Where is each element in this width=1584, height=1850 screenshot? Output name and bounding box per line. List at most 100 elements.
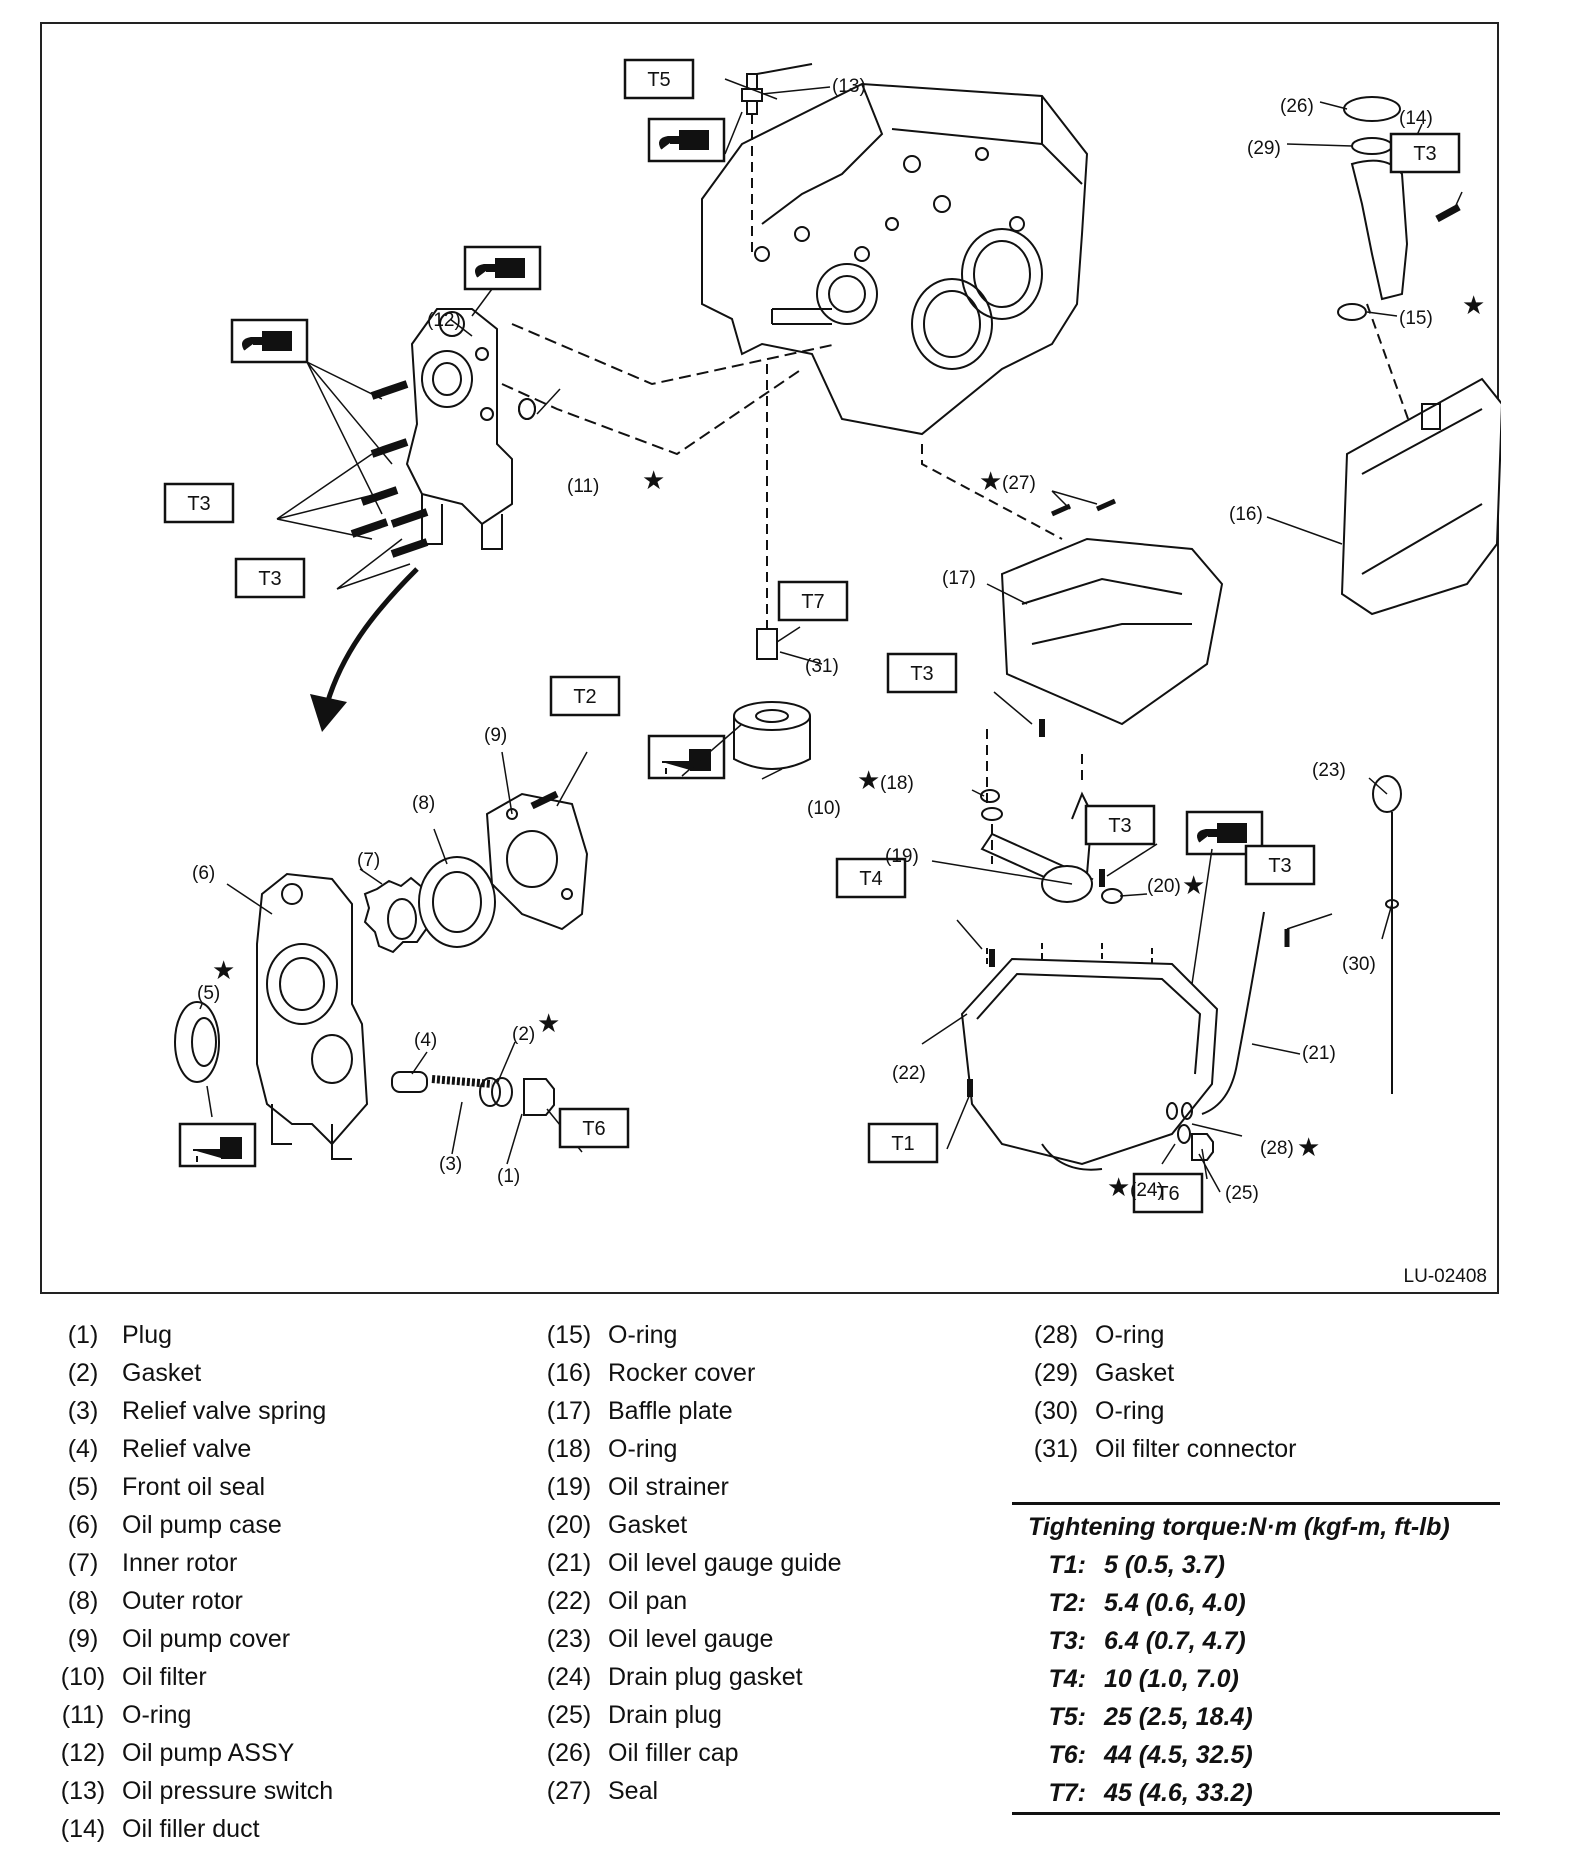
- legend-number: (12): [60, 1739, 106, 1767]
- legend-number: (27): [546, 1777, 592, 1805]
- torque-tag-t1: T1: [867, 1122, 939, 1164]
- legend-number: (15): [546, 1321, 592, 1349]
- callout-30: (30): [1342, 954, 1376, 975]
- legend-item: (18)O-ring: [530, 1430, 842, 1468]
- star-mark: ★: [857, 765, 880, 795]
- legend-item: (17) Baffle plate: [530, 1392, 842, 1430]
- legend-item: (21)Oil level gauge guide: [530, 1544, 842, 1582]
- callout-20: (20): [1147, 876, 1181, 897]
- star-mark: ★: [1182, 870, 1205, 900]
- callout-29: (29): [1247, 138, 1281, 159]
- torque-tag-t3: T3: [886, 652, 958, 694]
- legend-number: (6): [67, 1511, 99, 1539]
- legend-label: Oil level gauge: [608, 1625, 774, 1653]
- torque-code: T5:: [1048, 1703, 1087, 1731]
- torque-tag-t3: T3: [1244, 844, 1316, 886]
- legend-item: (5)Front oil seal: [44, 1468, 333, 1506]
- oil-symbol: [647, 734, 726, 780]
- legend-column: (1)Plug(2)Gasket(3)Relief valve spring(4…: [44, 1316, 333, 1848]
- callout-28: (28): [1260, 1138, 1294, 1159]
- callout-7: (7): [357, 850, 380, 871]
- legend-label: Gasket: [608, 1511, 688, 1539]
- legend-item: (28)O-ring: [1017, 1316, 1296, 1354]
- legend-number: (7): [67, 1549, 99, 1577]
- sealant-symbol: [1185, 810, 1264, 856]
- legend-number: (20): [546, 1511, 592, 1539]
- torque-rows: T1:5 (0.5, 3.7)T2:5.4 (0.6, 4.0)T3:6.4 (…: [1012, 1546, 1500, 1812]
- legend-item: (9)Oil pump cover: [44, 1620, 333, 1658]
- svg-text:T2: T2: [573, 686, 596, 708]
- callout-4: (4): [414, 1030, 437, 1051]
- callout-24: (24): [1130, 1180, 1164, 1201]
- legend-item: (3)Relief valve spring: [44, 1392, 333, 1430]
- torque-code: T2:: [1048, 1589, 1087, 1617]
- legend-number: (2): [67, 1359, 99, 1387]
- o-ring-2-drawing: [479, 1077, 501, 1107]
- legend-label: Oil filter connector: [1095, 1435, 1297, 1463]
- torque-value: 25 (2.5, 18.4): [1104, 1703, 1253, 1731]
- oil-filter-connector-drawing: [756, 364, 778, 660]
- legend-label: Oil filler cap: [608, 1739, 739, 1767]
- torque-tag-t5: T5: [623, 58, 695, 100]
- legend-number: (18): [546, 1435, 592, 1463]
- star-mark: ★: [642, 465, 665, 495]
- legend-number: (17): [546, 1397, 592, 1425]
- figure-code: LU-02408: [1404, 1266, 1487, 1287]
- oil-pan-drawing: [960, 939, 1219, 1171]
- legend-item: (16) Rocker cover: [530, 1354, 842, 1392]
- svg-text:T4: T4: [859, 868, 882, 890]
- star-mark: ★: [212, 955, 235, 985]
- legend-item: (22)Oil pan: [530, 1582, 842, 1620]
- callout-15: (15): [1399, 308, 1433, 329]
- svg-text:T6: T6: [1156, 1183, 1179, 1205]
- legend-number: (25): [546, 1701, 592, 1729]
- legend-item: (23) Oil level gauge: [530, 1620, 842, 1658]
- callout-10: (10): [807, 798, 841, 819]
- legend-item: (31)Oil filter connector: [1017, 1430, 1297, 1468]
- legend-number: (22): [546, 1587, 592, 1615]
- leader-lines: [199, 78, 1463, 1193]
- svg-text:T3: T3: [258, 568, 281, 590]
- torque-tag-t3: T3: [1084, 804, 1156, 846]
- callout-16: (16): [1229, 504, 1263, 525]
- legend-label: Rocker cover: [608, 1359, 756, 1387]
- torque-title: Tightening torque:N·m (kgf-m, ft-lb): [1028, 1513, 1450, 1541]
- legend-number: (1): [67, 1321, 99, 1349]
- callout-9: (9): [484, 725, 507, 746]
- svg-text:T3: T3: [1413, 143, 1436, 165]
- legend-number: (14): [60, 1815, 106, 1843]
- legend-item: (14)Oil filler duct: [44, 1810, 333, 1848]
- legend-item: (19)Oil strainer: [530, 1468, 842, 1506]
- callout-8: (8): [412, 793, 435, 814]
- legend-label: Baffle plate: [608, 1397, 733, 1425]
- legend-label: Gasket: [1095, 1359, 1175, 1387]
- legend-item: (11)O-ring: [44, 1696, 333, 1734]
- torque-value: 5.4 (0.6, 4.0): [1104, 1589, 1246, 1617]
- torque-row: T5: 25 (2.5, 18.4): [1012, 1698, 1500, 1736]
- legend-item: (27)Seal: [530, 1772, 842, 1810]
- callout-19: (19): [885, 846, 919, 867]
- sealant-symbol: [647, 117, 726, 163]
- curved-arrow: [324, 567, 419, 705]
- callout-25: (25): [1225, 1183, 1259, 1204]
- legend-label: O-ring: [608, 1321, 678, 1349]
- torque-code: T4:: [1048, 1665, 1087, 1693]
- legend-item: (30)O-ring: [1017, 1392, 1296, 1430]
- torque-value: 5 (0.5, 3.7): [1104, 1551, 1225, 1579]
- legend-number: (23): [546, 1625, 592, 1653]
- torque-code: T3:: [1048, 1627, 1087, 1655]
- legend-item: (2)Gasket: [44, 1354, 333, 1392]
- legend-item: (29)Gasket: [1017, 1354, 1296, 1392]
- torque-value: 10 (1.0, 7.0): [1104, 1665, 1239, 1693]
- legend-item: (13)Oil pressure switch: [44, 1772, 333, 1810]
- callout-2: (2): [512, 1024, 535, 1045]
- torque-row: T6:44 (4.5, 32.5): [1012, 1736, 1500, 1774]
- oil-filter-drawing: [733, 701, 811, 770]
- inner-rotor-drawing: [363, 876, 429, 954]
- callout-18: (18): [880, 773, 914, 794]
- legend-number: (16): [546, 1359, 592, 1387]
- legend-number: (21): [546, 1549, 592, 1577]
- callout-5: (5): [197, 983, 220, 1004]
- legend-item: (1)Plug: [44, 1316, 333, 1354]
- legend-number: (24): [546, 1663, 592, 1691]
